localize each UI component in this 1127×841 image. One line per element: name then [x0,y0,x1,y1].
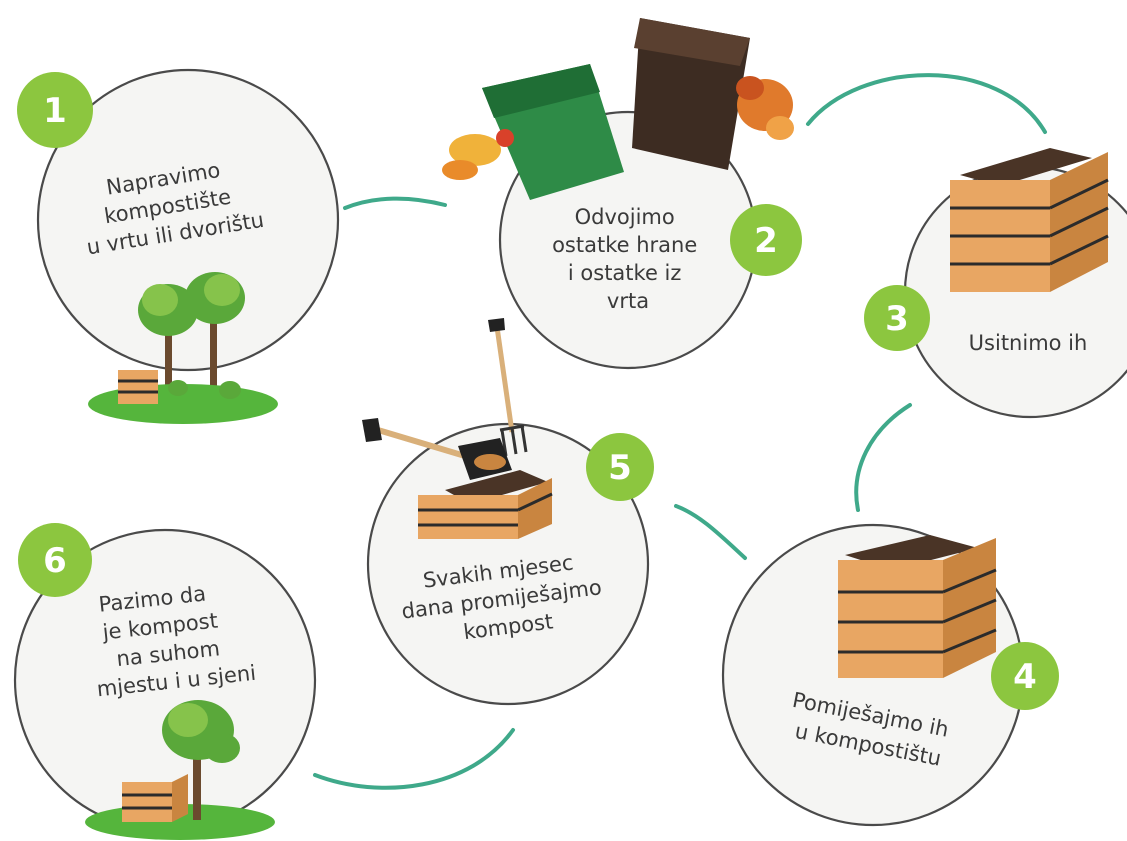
bush-icon [219,381,241,399]
step-6: 6 Pazimo da je kompost na suhom mjestu i… [13,523,317,840]
step-circle [36,68,340,372]
step-number: 5 [608,448,632,488]
pitchfork-icon [488,318,528,457]
svg-text:Usitnimo ih: Usitnimo ih [969,331,1088,355]
step-number: 2 [754,221,778,261]
step-number: 1 [43,91,67,131]
step-number-badge [586,433,654,501]
arrow-2-to-3 [806,73,1047,134]
bush-icon [168,380,188,396]
step-4: 4 Pomiješajmo ih u kompostištu [721,523,1059,827]
step-circle [366,422,650,706]
step-number: 4 [1013,657,1037,697]
step-text-line: Odvojimo [575,205,675,229]
step-2: 2 Odvojimo ostatke hrane i ostatke iz vr… [442,18,802,370]
compost-bin-icon [418,470,553,539]
step-number-badge [991,642,1059,710]
step-1: 1 Napravimo kompostište u vrtu ili dvori… [17,68,340,424]
tree-icon [162,700,240,820]
garden-waste-icon [736,76,794,140]
compost-bin-icon [122,774,188,822]
svg-text:Odvojimo ostatke hrane: Odvojimo ostatke hrane i ostatke iz vrta [552,205,704,313]
shovel-icon [362,418,512,480]
step-number: 3 [885,299,909,339]
step-number-badge [864,285,930,351]
step-text-line: Usitnimo ih [969,331,1088,355]
arrow-4-to-5 [674,504,747,560]
step-3: 3 Usitnimo ih [864,148,1127,419]
step-text-line: ostatke hrane [552,233,697,257]
food-scraps-icon [442,129,514,180]
step-number-badge [17,72,93,148]
arrow-5-to-6 [313,728,515,790]
step-5: 5 Svakih mjesec dana promiješajmo kompos… [362,318,654,706]
arrow-1-to-2 [343,196,447,210]
compost-bin-icon [838,535,997,678]
green-bin-icon [482,64,624,200]
compost-bin-icon [950,148,1109,292]
step-text-line: i ostatke iz [568,261,682,285]
step-number-badge [18,523,92,597]
step-number-badge [730,204,802,276]
step-number: 6 [43,541,67,581]
compost-bin-icon [118,370,158,404]
step-text-line: vrta [607,289,649,313]
arrow-3-to-4 [854,403,912,512]
tree-icon [138,272,245,390]
brown-bin-icon [632,18,750,170]
